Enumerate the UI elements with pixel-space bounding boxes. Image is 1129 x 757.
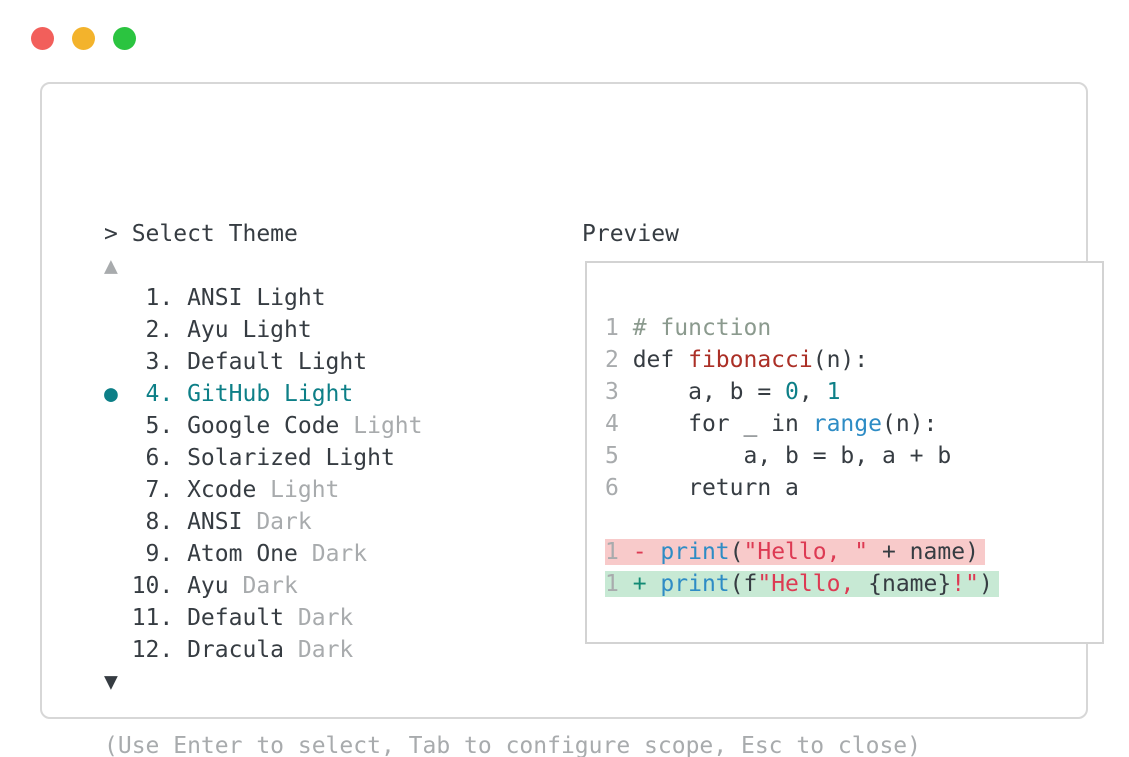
text-token: 2	[605, 347, 633, 373]
text-token: 1. ANSI Light	[104, 285, 326, 311]
scroll-up-icon[interactable]: ▲	[104, 250, 921, 282]
text-token: 10. Ayu	[104, 573, 243, 599]
theme-item-atom-one-dark[interactable]: 9. Atom One Dark	[104, 538, 921, 570]
text-token: Dark	[297, 605, 354, 631]
text-token: + name)	[868, 539, 979, 565]
text-token: a, b = b, a + b	[632, 443, 952, 469]
theme-item-solarized-light[interactable]: 6. Solarized Light	[104, 442, 921, 474]
theme-item-xcode-light[interactable]: 7. Xcode Light	[104, 474, 921, 506]
text-token: -	[632, 539, 661, 565]
text-token: 0	[785, 379, 799, 405]
diff-line-removed: 1 - print("Hello, " + name)	[605, 536, 999, 568]
text-token: 1	[826, 379, 841, 405]
code-line-1: 1 # function	[605, 312, 999, 344]
select-theme-prompt: > Select Theme	[104, 218, 921, 250]
text-token: a, b =	[632, 379, 786, 405]
theme-list: > Select Theme ▲ 1. ANSI Light 2. Ayu Lig…	[104, 218, 921, 757]
text-token: def	[632, 347, 689, 373]
text-token: Light	[270, 477, 340, 503]
theme-item-ansi-dark[interactable]: 8. ANSI Dark	[104, 506, 921, 538]
text-token: (	[729, 539, 744, 565]
theme-item-ayu-dark[interactable]: 10. Ayu Dark	[104, 570, 921, 602]
code-line-3: 3 a, b = 0, 1	[605, 376, 999, 408]
text-token: # function	[632, 315, 772, 341]
traffic-light-close-icon[interactable]	[31, 27, 54, 50]
text-token: 9. Atom One	[104, 541, 312, 567]
text-token: ▼	[104, 669, 118, 695]
text-token: > Select Theme	[104, 221, 298, 247]
theme-item-default-light[interactable]: 3. Default Light	[104, 346, 921, 378]
diff-line-added: 1 + print(f"Hello, {name}!")	[605, 568, 999, 600]
text-token: (f	[729, 571, 758, 597]
text-token: 1	[605, 539, 633, 565]
text-token: print	[660, 571, 730, 597]
theme-item-ansi-light[interactable]: 1. ANSI Light	[104, 282, 921, 314]
preview-title: Preview	[582, 221, 679, 247]
text-token: 6	[605, 475, 633, 501]
theme-item-dracula-dark[interactable]: 12. Dracula Dark	[104, 634, 921, 666]
text-token: Light	[353, 413, 423, 439]
text-token: for _ in	[632, 411, 813, 437]
text-token: ▲	[104, 253, 118, 279]
text-token: 3	[605, 379, 633, 405]
text-token: 1	[605, 571, 633, 597]
theme-item-github-light-selected[interactable]: ● 4. GitHub Light	[104, 378, 921, 410]
scroll-down-icon[interactable]: ▼	[104, 666, 921, 698]
spacer-line	[605, 504, 999, 536]
theme-item-ayu-light[interactable]: 2. Ayu Light	[104, 314, 921, 346]
diff-added-highlight: 1 + print(f"Hello, {name}!")	[605, 571, 999, 597]
text-token: (Use Enter to select, Tab to configure s…	[104, 733, 921, 757]
text-token: ,	[798, 379, 827, 405]
text-token: print	[660, 539, 730, 565]
text-token: 2. Ayu Light	[104, 317, 312, 343]
text-token: 4	[605, 411, 633, 437]
text-token: 8. ANSI	[104, 509, 257, 535]
text-token: Dark	[297, 637, 354, 663]
theme-item-default-dark[interactable]: 11. Default Dark	[104, 602, 921, 634]
text-token: 6. Solarized Light	[104, 445, 395, 471]
text-token: Dark	[256, 509, 312, 535]
text-token: (n):	[812, 347, 869, 373]
text-token: )	[978, 571, 993, 597]
text-token: 1	[605, 315, 633, 341]
diff-removed-highlight: 1 - print("Hello, " + name)	[605, 539, 985, 565]
text-token: 3. Default Light	[104, 349, 368, 375]
traffic-light-zoom-icon[interactable]	[113, 27, 136, 50]
text-token: 12. Dracula	[104, 637, 298, 663]
keyboard-hint: (Use Enter to select, Tab to configure s…	[104, 730, 921, 757]
text-token: range	[812, 411, 882, 437]
text-token: (n):	[881, 411, 938, 437]
text-token: fibonacci	[688, 347, 813, 373]
text-token: 11. Default	[104, 605, 298, 631]
text-token: ● 4. GitHub Light	[104, 381, 354, 407]
text-token: +	[632, 571, 661, 597]
traffic-light-minimize-icon[interactable]	[72, 27, 95, 50]
spacer-line	[104, 698, 921, 730]
code-line-4: 4 for _ in range(n):	[605, 408, 999, 440]
text-token: "Hello, "	[743, 539, 869, 565]
text-token: Dark	[311, 541, 368, 567]
text-token: !"	[951, 571, 979, 597]
code-line-2: 2 def fibonacci(n):	[605, 344, 999, 376]
code-line-6: 6 return a	[605, 472, 999, 504]
theme-item-google-code-light[interactable]: 5. Google Code Light	[104, 410, 921, 442]
code-line-5: 5 a, b = b, a + b	[605, 440, 999, 472]
text-token: return a	[632, 475, 799, 501]
text-token: 5	[605, 443, 633, 469]
text-token: 5. Google Code	[104, 413, 354, 439]
text-token: {name}	[868, 571, 952, 597]
text-token: "Hello,	[757, 571, 869, 597]
theme-selector-panel: > Select Theme ▲ 1. ANSI Light 2. Ayu Lig…	[40, 82, 1104, 757]
window-traffic-lights	[31, 27, 136, 50]
text-token: 7. Xcode	[104, 477, 271, 503]
text-token: Dark	[242, 573, 298, 599]
